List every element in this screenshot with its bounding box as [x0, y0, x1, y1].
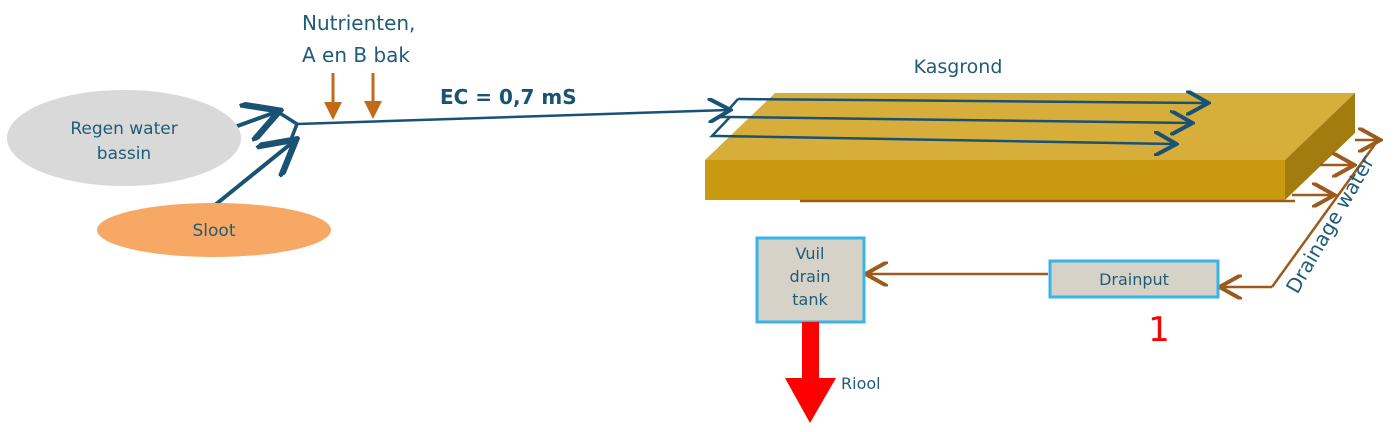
- irrigation-return: [719, 98, 739, 119]
- irrigation-return-2: [709, 116, 731, 138]
- irrigation-line-1: [737, 99, 1206, 103]
- riool-label: Riool: [841, 374, 881, 393]
- riool-arrow-shaft: [802, 322, 819, 384]
- riool-arrow-head: [785, 378, 836, 423]
- sloot-node: [97, 203, 331, 257]
- vuil-drain-tank-label-line1: Vuil: [796, 244, 825, 263]
- supply-line: [213, 110, 728, 207]
- irrigation-line-3: [717, 136, 1174, 144]
- vuil-drain-tank-label-line2: drain: [789, 267, 830, 286]
- ec-label: EC = 0,7 mS: [440, 85, 577, 109]
- main-feed-line: [296, 110, 728, 126]
- regen-feed-arrow: [231, 112, 276, 128]
- riool-arrow: [785, 322, 836, 423]
- regen-water-label-line2: bassin: [97, 144, 151, 164]
- regen-water-bassin-node: [7, 90, 241, 186]
- nutrients-label-line2: A en B bak: [302, 43, 410, 67]
- kasgrond-side-face: [1285, 93, 1355, 200]
- junction-line: [277, 110, 300, 143]
- nutrient-arrows: [324, 73, 382, 120]
- nutrients-label-line1: Nutrienten,: [302, 11, 415, 35]
- irrigation-lines: [709, 98, 1206, 144]
- vuil-drain-tank-label-line3: tank: [792, 290, 828, 309]
- drainput-box: [1048, 259, 1220, 299]
- kasgrond-label: Kasgrond: [914, 56, 1003, 78]
- drainage-lines: [800, 140, 1378, 287]
- sloot-label: Sloot: [193, 221, 236, 241]
- step-number: 1: [1148, 310, 1170, 350]
- kasgrond-top-face: [705, 93, 1355, 160]
- drainput-label: Drainput: [1099, 270, 1169, 289]
- kasgrond-front-face: [705, 160, 1285, 200]
- sloot-feed-arrow: [213, 142, 293, 207]
- irrigation-line-2: [729, 117, 1190, 123]
- drainage-collector: [1270, 139, 1380, 288]
- vuil-drain-tank-box: [755, 236, 866, 324]
- regen-water-label-line1: Regen water: [70, 119, 177, 139]
- kasgrond-slab: [705, 93, 1355, 200]
